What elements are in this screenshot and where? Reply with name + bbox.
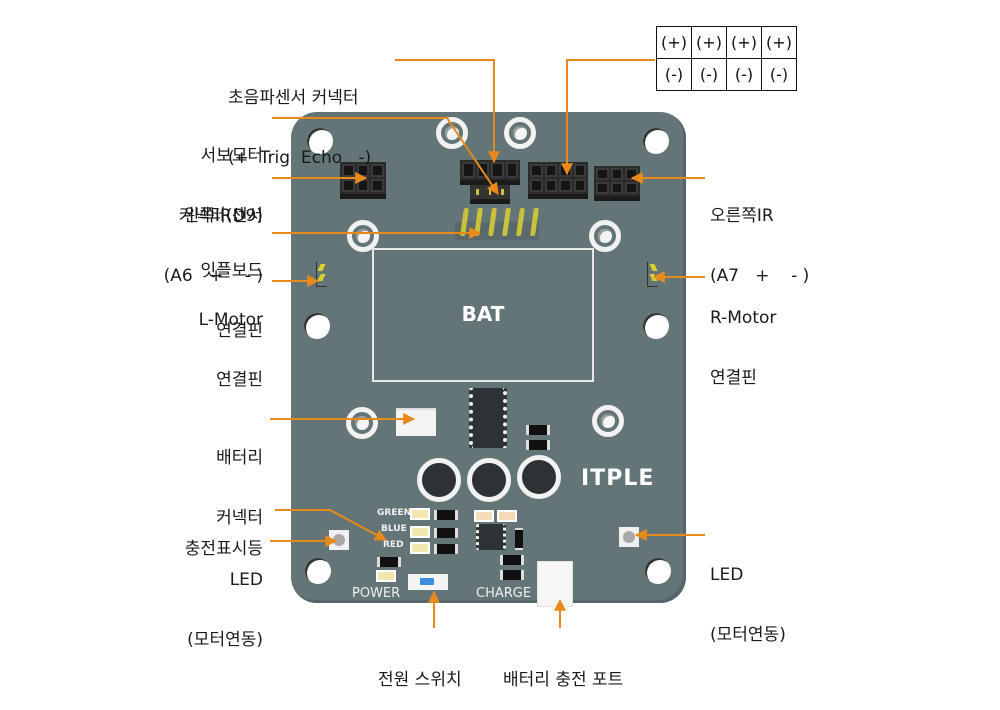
screw-hole <box>436 117 468 149</box>
silk-green: GREEN <box>377 508 412 518</box>
label-l-motor: L-Motor 연결핀 <box>199 270 263 410</box>
mounting-hole <box>643 128 669 154</box>
pin-cell: (+) <box>761 26 797 59</box>
mounting-hole <box>645 558 671 584</box>
pin-cell: (-) <box>726 58 762 91</box>
itple-logo: ITPLE <box>581 466 655 491</box>
battery-area: BAT <box>372 248 594 382</box>
right-ir-header <box>594 166 640 196</box>
silk-blue: BLUE <box>381 524 407 534</box>
label-line: (A6 + - ) <box>163 266 263 286</box>
blue-led <box>410 526 430 538</box>
charge-led <box>474 510 494 522</box>
screw-hole <box>589 220 621 252</box>
label-line: (모터연동) <box>187 630 263 650</box>
label-line: 충전표시등 <box>184 539 263 559</box>
r-motor-pins <box>647 262 658 287</box>
pin-polarity-table: (+) (+) (+) (+) (-) (-) (-) (-) <box>656 26 797 91</box>
itple-board-pin-header <box>455 222 539 240</box>
smd-component <box>526 440 550 450</box>
charge-port[interactable] <box>537 561 573 607</box>
label-led-left: LED (모터연동) <box>187 530 263 670</box>
screw-hole <box>346 407 378 439</box>
push-button[interactable] <box>417 458 461 502</box>
smd-component <box>526 425 550 435</box>
pin-row-positive: (+) (+) (+) (+) <box>656 26 797 59</box>
mounting-hole <box>305 558 331 584</box>
silk-red: RED <box>383 540 404 550</box>
pin-cell: (+) <box>691 26 727 59</box>
push-button[interactable] <box>517 455 561 499</box>
label-line: 연결핀 <box>216 321 263 341</box>
battery-label: BAT <box>461 302 505 326</box>
label-led-right: LED (모터연동) <box>710 525 786 665</box>
label-line: (모터연동) <box>710 625 786 645</box>
mounting-hole <box>304 313 330 339</box>
silk-power: POWER <box>352 586 401 601</box>
smd-component <box>500 570 524 580</box>
smd-component <box>434 544 458 554</box>
label-line: 전원 스위치 <box>378 670 462 690</box>
label-line: L-Motor <box>198 310 263 330</box>
screw-hole <box>504 117 536 149</box>
label-charge-port: 배터리 충전 포트 <box>503 630 623 710</box>
pin-cell: (-) <box>656 58 692 91</box>
power-led <box>376 570 396 582</box>
label-line: (A7 + - ) <box>710 266 810 286</box>
right-motor-led <box>619 527 639 547</box>
screw-hole <box>592 405 624 437</box>
pin-row-negative: (-) (-) (-) (-) <box>656 58 797 91</box>
label-battery-connector: 배터리 커넥터 <box>216 408 263 548</box>
smd-component <box>434 510 458 520</box>
label-power-switch: 전원 스위치 <box>378 630 462 710</box>
battery-connector <box>396 408 436 436</box>
label-line: R-Motor <box>710 308 777 328</box>
smd-component <box>500 555 524 565</box>
label-line: 연결핀 <box>710 368 757 388</box>
pin-cell: (+) <box>726 26 762 59</box>
servo-header <box>470 185 510 199</box>
smd-component <box>515 528 523 550</box>
push-button[interactable] <box>467 458 511 502</box>
label-charge-indicator: 충전표시등 <box>185 499 263 579</box>
label-line: LED <box>229 570 263 590</box>
label-line: 왼쪽IR센서 <box>183 206 263 226</box>
label-line: 배터리 <box>216 448 263 468</box>
label-right-ir: 오른쪽IR (A7 + - ) <box>710 166 809 306</box>
servo-power-header <box>528 162 588 194</box>
label-line: 배터리 충전 포트 <box>503 670 624 690</box>
l-motor-pins <box>316 262 327 287</box>
red-led <box>410 542 430 554</box>
label-line: 오른쪽IR <box>710 206 774 226</box>
left-motor-led <box>329 530 349 550</box>
power-switch[interactable] <box>408 574 448 590</box>
ic-chip <box>469 388 507 448</box>
charge-ic <box>476 524 506 550</box>
label-servo: 서보모터 커넥터(D9) <box>179 106 263 246</box>
label-left-ir: 왼쪽IR센서 (A6 + - ) <box>164 166 263 306</box>
label-line: 연결핀 <box>216 370 263 390</box>
label-line: 커넥터(D9) <box>178 206 263 226</box>
label-r-motor: R-Motor 연결핀 <box>710 268 776 408</box>
label-line: 커넥터 <box>216 508 263 528</box>
green-led <box>410 508 430 520</box>
label-line: LED <box>710 565 744 585</box>
label-itple-pins: 잇플보드 연결핀 <box>200 221 263 361</box>
switch-slider[interactable] <box>420 578 434 585</box>
label-line: 초음파센서 커넥터 <box>228 88 359 108</box>
smd-component <box>377 557 401 567</box>
label-ultrasonic: 초음파센서 커넥터 (+ Trig Echo -) <box>228 48 371 188</box>
ultrasonic-header <box>460 160 520 180</box>
pin-cell: (+) <box>656 26 692 59</box>
smd-component <box>434 528 458 538</box>
label-line: (+ Trig Echo -) <box>228 148 372 168</box>
pin-cell: (-) <box>691 58 727 91</box>
mounting-hole <box>643 313 669 339</box>
silk-charge: CHARGE <box>476 586 532 601</box>
charge-led <box>497 510 517 522</box>
label-line: 잇플보드 <box>200 261 263 281</box>
pin-cell: (-) <box>761 58 797 91</box>
label-line: 서보모터 <box>200 146 263 166</box>
